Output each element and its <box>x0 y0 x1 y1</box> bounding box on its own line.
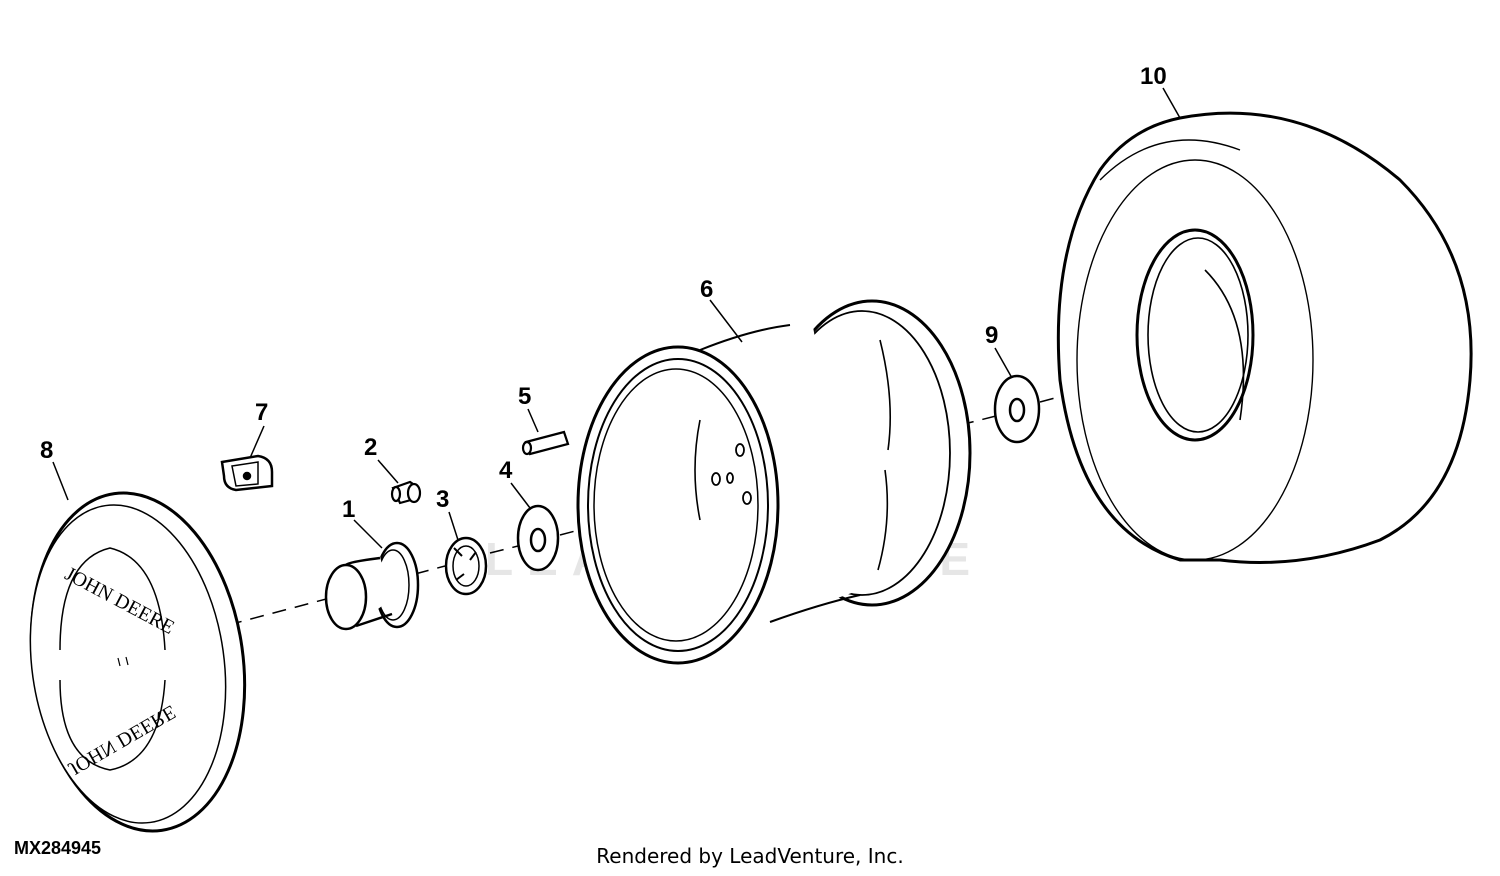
leader-lines <box>52 87 1181 549</box>
part-8-hubcap[interactable]: JOHN DEERE JOHN DEERE <box>10 479 265 845</box>
callout-labels: 1 2 3 4 5 6 7 8 9 10 <box>40 63 1167 523</box>
part-7-clip[interactable] <box>220 454 274 492</box>
callout-7[interactable]: 7 <box>255 399 268 426</box>
part-2-pin[interactable] <box>390 480 422 505</box>
render-credit: Rendered by LeadVenture, Inc. <box>596 844 904 868</box>
callout-1[interactable]: 1 <box>342 496 355 523</box>
part-5-key[interactable] <box>521 430 570 456</box>
part-3-retaining-ring[interactable] <box>444 536 488 596</box>
callout-10[interactable]: 10 <box>1140 63 1167 90</box>
callout-5[interactable]: 5 <box>518 383 531 410</box>
callout-3[interactable]: 3 <box>436 486 449 513</box>
part-9-washer[interactable] <box>993 374 1041 444</box>
part-10-tire[interactable] <box>1056 111 1473 564</box>
part-1-bushing[interactable] <box>324 541 420 631</box>
figure-code: MX284945 <box>14 838 102 858</box>
callout-6[interactable]: 6 <box>700 276 713 303</box>
part-6-wheel-rim[interactable] <box>576 299 972 665</box>
callout-2[interactable]: 2 <box>364 434 377 461</box>
callout-9[interactable]: 9 <box>985 322 998 349</box>
callout-4[interactable]: 4 <box>499 457 513 484</box>
part-4-washer[interactable] <box>516 504 560 572</box>
callout-8[interactable]: 8 <box>40 437 53 464</box>
